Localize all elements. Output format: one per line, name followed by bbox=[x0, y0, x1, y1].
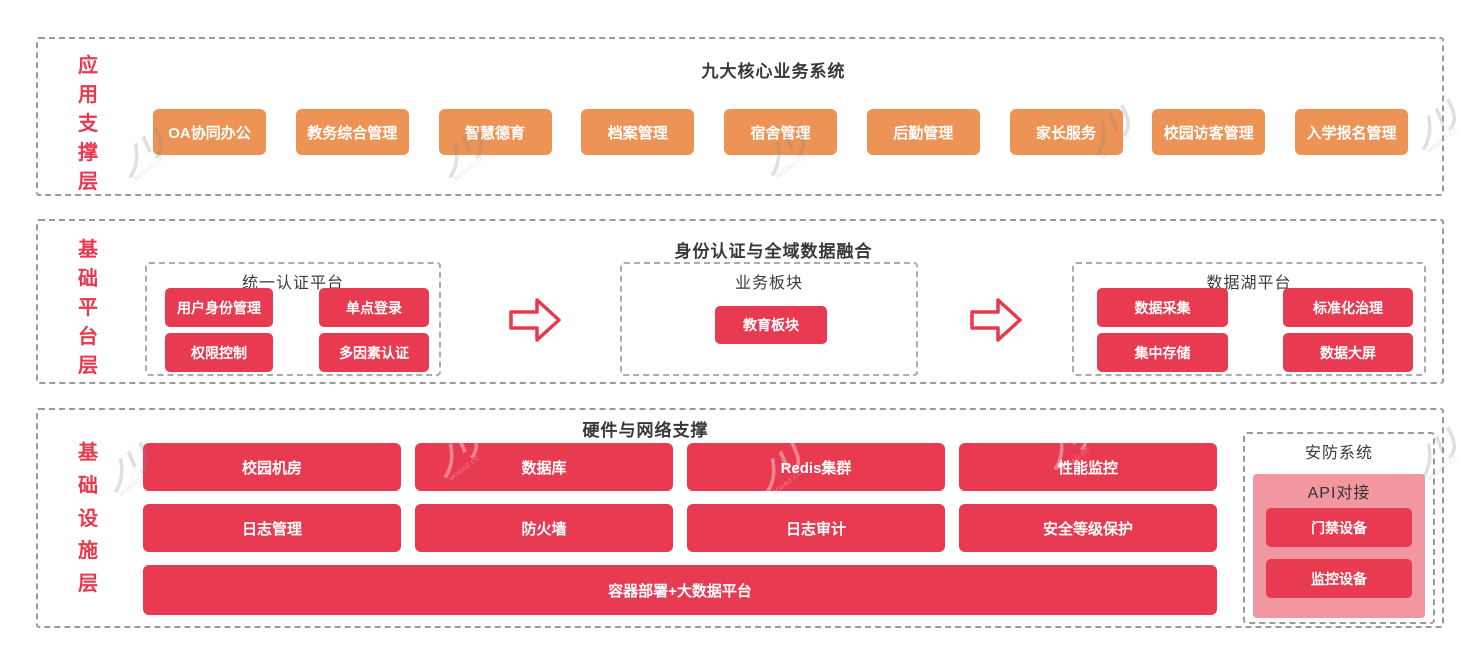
layer-label-char: 层 bbox=[78, 355, 98, 377]
app-system-box: 智慧德育 bbox=[438, 109, 552, 155]
layer-label-platform: 基 础 平 台 层 bbox=[62, 233, 114, 377]
layer-label-char: 设 bbox=[78, 507, 98, 530]
security-system-title: 安防系统 bbox=[1304, 445, 1373, 462]
layer-frame-platform bbox=[36, 219, 1444, 384]
layer-label-char: 基 bbox=[78, 442, 98, 464]
auth-item-box: 多因素认证 bbox=[319, 333, 429, 372]
app-system-box: OA协同办公 bbox=[153, 109, 266, 155]
group-data-lake-title: 数据湖平台 bbox=[1206, 275, 1292, 292]
auth-item-box: 用户身份管理 bbox=[165, 288, 273, 327]
layer-label-char: 撑 bbox=[78, 142, 98, 164]
auth-item-box: 单点登录 bbox=[319, 288, 429, 327]
infra-box: 日志审计 bbox=[687, 504, 945, 552]
security-device-box: 监控设备 bbox=[1266, 559, 1412, 598]
layer-label-char: 础 bbox=[78, 474, 98, 497]
app-system-box: 后勤管理 bbox=[866, 109, 980, 155]
app-system-box: 入学报名管理 bbox=[1295, 109, 1408, 155]
infra-box: 防火墙 bbox=[415, 504, 673, 552]
group-security-system: 安防系统 API对接 门禁设备 监控设备 bbox=[1243, 432, 1435, 624]
infra-row-1: 校园机房 数据库 Redis集群 性能监控 bbox=[143, 443, 1217, 491]
data-lake-item-box: 标准化治理 bbox=[1283, 288, 1413, 327]
layer-label-char: 施 bbox=[78, 540, 98, 563]
layer-label-char: 支 bbox=[78, 113, 98, 135]
app-system-box: 宿舍管理 bbox=[724, 109, 837, 155]
layer-label-char: 应 bbox=[78, 55, 98, 77]
group-unified-auth: 统一认证平台 用户身份管理 单点登录 权限控制 多因素认证 bbox=[145, 262, 441, 376]
layer-label-char: 平 bbox=[78, 297, 98, 319]
layer-label-char: 础 bbox=[78, 268, 98, 290]
infra-box: 日志管理 bbox=[143, 504, 401, 552]
infra-layer-title: 硬件与网络支撑 bbox=[582, 421, 709, 440]
platform-layer-title: 身份认证与全域数据融合 bbox=[674, 242, 873, 261]
app-system-box: 家长服务 bbox=[1009, 109, 1123, 155]
layer-label-infrastructure: 基 础 设 施 层 bbox=[62, 436, 114, 596]
flow-arrow-icon bbox=[970, 298, 1022, 342]
infra-box: 校园机房 bbox=[143, 443, 401, 491]
group-business-title: 业务板块 bbox=[734, 275, 803, 292]
app-system-box: 校园访客管理 bbox=[1152, 109, 1266, 155]
layer-frame-app-support bbox=[36, 37, 1444, 196]
layer-label-char: 台 bbox=[78, 326, 98, 348]
app-systems-row: OA协同办公 教务综合管理 智慧德育 档案管理 宿舍管理 后勤管理 家长服务 校… bbox=[153, 109, 1408, 155]
business-item-box: 教育板块 bbox=[715, 306, 827, 344]
group-business-section: 业务板块 教育板块 bbox=[620, 262, 918, 376]
infra-box: 数据库 bbox=[415, 443, 673, 491]
app-system-box: 教务综合管理 bbox=[295, 109, 409, 155]
data-lake-item-box: 数据大屏 bbox=[1283, 333, 1413, 372]
infra-box: 安全等级保护 bbox=[959, 504, 1217, 552]
group-data-lake: 数据湖平台 数据采集 标准化治理 集中存储 数据大屏 bbox=[1072, 262, 1426, 376]
auth-item-box: 权限控制 bbox=[165, 333, 273, 372]
app-system-box: 档案管理 bbox=[581, 109, 695, 155]
flow-arrow-icon bbox=[509, 298, 561, 342]
api-panel-title: API对接 bbox=[1307, 485, 1371, 502]
infra-box: 性能监控 bbox=[959, 443, 1217, 491]
infra-box: Redis集群 bbox=[687, 443, 945, 491]
layer-label-char: 层 bbox=[78, 573, 98, 595]
security-device-box: 门禁设备 bbox=[1266, 508, 1412, 547]
infra-full-bar: 容器部署+大数据平台 bbox=[143, 565, 1217, 615]
data-lake-item-box: 数据采集 bbox=[1097, 288, 1228, 327]
infra-row-2: 日志管理 防火墙 日志审计 安全等级保护 bbox=[143, 504, 1217, 552]
group-unified-auth-title: 统一认证平台 bbox=[241, 275, 344, 292]
api-panel: API对接 门禁设备 监控设备 bbox=[1253, 474, 1425, 618]
data-lake-item-box: 集中存储 bbox=[1097, 333, 1228, 372]
layer-label-char: 用 bbox=[78, 84, 98, 106]
layer-label-char: 基 bbox=[78, 239, 98, 261]
layer-label-char: 层 bbox=[78, 171, 98, 193]
app-layer-title: 九大核心业务系统 bbox=[701, 62, 846, 81]
layer-label-app-support: 应 用 支 撑 层 bbox=[62, 49, 114, 193]
layer-frame-infrastructure bbox=[36, 408, 1444, 628]
